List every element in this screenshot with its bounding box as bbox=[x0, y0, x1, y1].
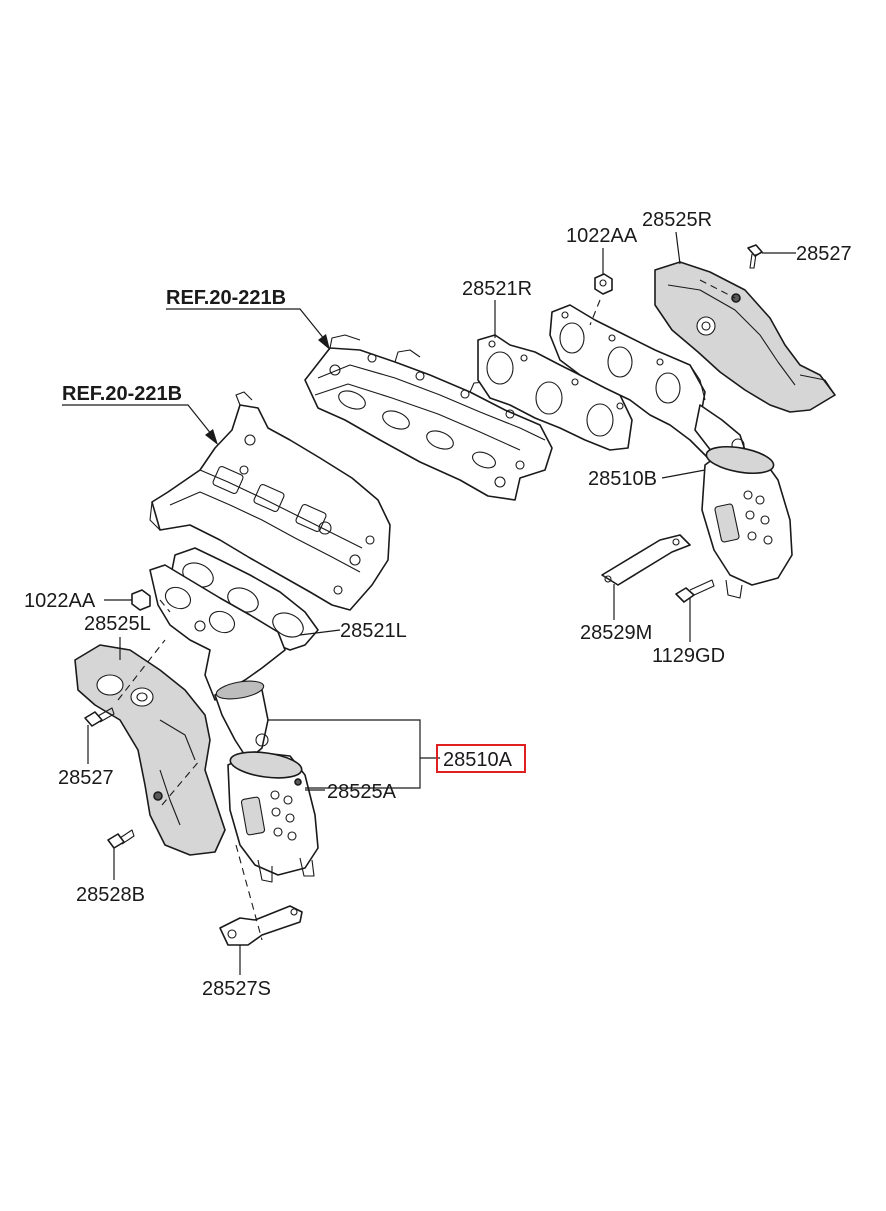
leader-lines bbox=[62, 231, 796, 975]
part-label-28525a: 28525A bbox=[327, 781, 397, 803]
heat-shield-left bbox=[74, 644, 226, 856]
nut-left bbox=[131, 589, 151, 611]
catalytic-converter-left bbox=[214, 680, 319, 883]
cylinder-head-right bbox=[304, 334, 553, 501]
bracket-left bbox=[219, 905, 303, 946]
heat-shield-right bbox=[654, 261, 836, 413]
bolt-right bbox=[747, 244, 763, 269]
part-label-28521l: 28521L bbox=[340, 620, 407, 642]
part-label-28527s: 28527S bbox=[202, 978, 271, 1000]
ref-label-lower: REF.20-221B bbox=[62, 383, 182, 405]
exhaust-manifold-left bbox=[149, 564, 286, 701]
cylinder-head-left bbox=[149, 391, 391, 611]
catalytic-converter-right bbox=[694, 404, 793, 599]
part-label-28529m: 28529M bbox=[580, 622, 652, 644]
part-label-28510b: 28510B bbox=[588, 468, 657, 490]
part-label-28521r: 28521R bbox=[462, 278, 532, 300]
bolt-bracket-right bbox=[675, 579, 715, 603]
bolt-left bbox=[84, 707, 115, 727]
gasket-right bbox=[477, 334, 633, 451]
assembly-lines bbox=[117, 279, 736, 941]
part-label-28527-left: 28527 bbox=[58, 767, 114, 789]
bolt-shield-left bbox=[107, 829, 135, 849]
part-label-28527-right: 28527 bbox=[796, 243, 852, 265]
ref-label-upper: REF.20-221B bbox=[166, 287, 286, 309]
highlight-box bbox=[436, 744, 526, 773]
part-label-28528b: 28528B bbox=[76, 884, 145, 906]
part-label-1129gd: 1129GD bbox=[652, 645, 725, 667]
part-label-28525l: 28525L bbox=[84, 613, 151, 635]
bracket-right bbox=[601, 534, 691, 586]
part-labels: REF.20-221B REF.20-221B 1022AA 28525R 28… bbox=[24, 209, 852, 1000]
part-label-28510a: 28510A bbox=[443, 749, 513, 771]
nut-right bbox=[594, 273, 613, 295]
part-label-1022aa-left: 1022AA bbox=[24, 590, 96, 612]
part-label-1022aa-right: 1022AA bbox=[566, 225, 638, 247]
part-label-28525r: 28525R bbox=[642, 209, 712, 231]
